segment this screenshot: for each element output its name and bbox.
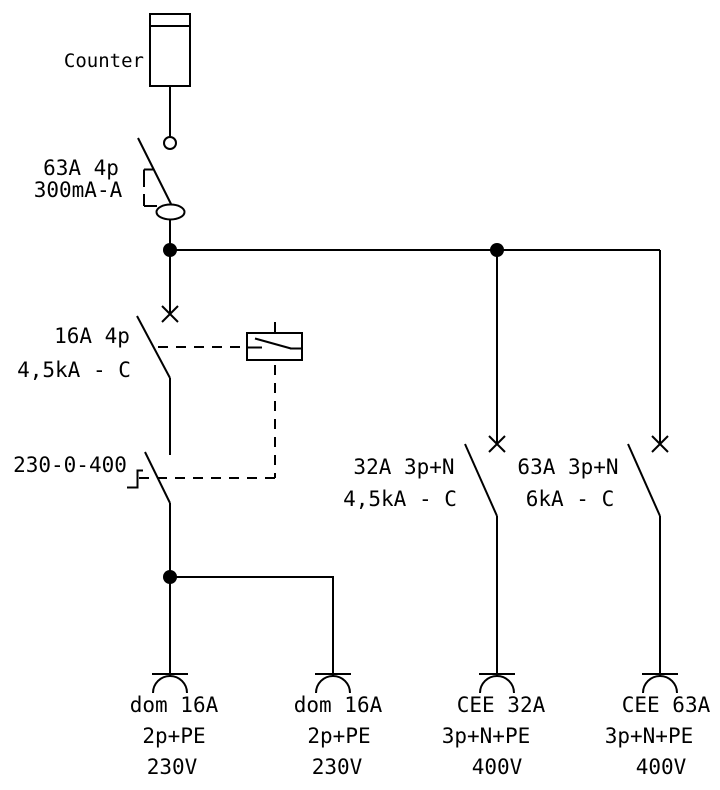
- electricity-meter-symbol: [149, 13, 191, 87]
- labels: Counter 63A 4p 300mA-A 16A 4p 4,5kA - C …: [13, 50, 710, 779]
- mcb-16a-rating-line1: 16A 4p: [54, 324, 130, 348]
- outlet-name: dom 16A: [294, 693, 383, 717]
- changeover-label: 230-0-400: [13, 453, 127, 477]
- socket-outlet-symbol-4: [642, 673, 678, 694]
- outlet-name: dom 16A: [130, 693, 219, 717]
- mcb-32a-rating-line1: 32A 3p+N: [353, 455, 454, 479]
- socket-outlet-symbol-1: [152, 673, 188, 694]
- outlet-voltage: 400V: [472, 755, 523, 779]
- junction-dot-socket-branch: [163, 570, 177, 584]
- wire-socket2-branch: [170, 576, 334, 676]
- junction-dots: [163, 243, 504, 584]
- socket-arc: [642, 675, 678, 694]
- rcd-rating-line1: 63A 4p: [43, 156, 119, 180]
- mechanical-linkages: [138, 346, 276, 479]
- outlet-poles: 2p+PE: [142, 724, 205, 748]
- socket-arc: [315, 675, 351, 694]
- socket-outlet-symbol-2: [315, 673, 351, 694]
- outlet-voltage: 400V: [636, 755, 687, 779]
- outlet-voltage: 230V: [147, 755, 198, 779]
- rcd-trip-bracket: [143, 168, 157, 207]
- socket-outlet-symbols: [152, 673, 678, 694]
- relay-contact: [247, 337, 302, 350]
- mcb-32a-blade: [464, 443, 498, 517]
- outlet-voltage: 230V: [312, 755, 363, 779]
- outlet-poles: 2p+PE: [307, 724, 370, 748]
- mcb-63a-rating-line1: 63A 3p+N: [517, 455, 618, 479]
- meter-label: Counter: [64, 50, 144, 72]
- junction-dot-bus-middle: [490, 243, 504, 257]
- mcb-16a-blade: [136, 315, 171, 379]
- x-terminals: [161, 305, 669, 453]
- socket-arc: [152, 675, 188, 694]
- x-terminal-left: [161, 305, 179, 323]
- outlet-name: CEE 32A: [457, 693, 546, 717]
- rcd-rating-line2: 300mA-A: [34, 178, 123, 202]
- socket-arc: [479, 675, 515, 694]
- outlet-poles: 3p+N+PE: [442, 724, 531, 748]
- mcb-16a-rating-line2: 4,5kA - C: [17, 358, 131, 382]
- rcd-blade: [137, 137, 172, 205]
- mcb-63a-blade: [627, 443, 661, 517]
- mcb-63a-rating-line2: 6kA - C: [526, 487, 615, 511]
- junction-dot-bus-left: [163, 243, 177, 257]
- outlet-label-2: dom 16A 2p+PE 230V: [294, 693, 383, 779]
- x-terminal-right: [651, 435, 669, 453]
- outlet-label-1: dom 16A 2p+PE 230V: [130, 693, 219, 779]
- socket-outlet-symbol-3: [479, 673, 515, 694]
- impulse-actuator-icon: [127, 469, 143, 489]
- outlet-label-3: CEE 32A 3p+N+PE 400V: [442, 693, 546, 779]
- outlet-poles: 3p+N+PE: [605, 724, 694, 748]
- wiring-lines: [136, 86, 661, 676]
- rcd-toroid-oval: [155, 203, 186, 221]
- mcb-32a-rating-line2: 4,5kA - C: [343, 487, 457, 511]
- outlet-name: CEE 63A: [622, 693, 711, 717]
- meter-box: [149, 13, 191, 87]
- impulse-relay-symbol: [246, 322, 303, 361]
- rcd-symbol: [143, 136, 186, 221]
- outlet-label-4: CEE 63A 3p+N+PE 400V: [605, 693, 711, 779]
- rcd-terminal-circle: [163, 136, 177, 150]
- x-terminal-middle: [488, 435, 506, 453]
